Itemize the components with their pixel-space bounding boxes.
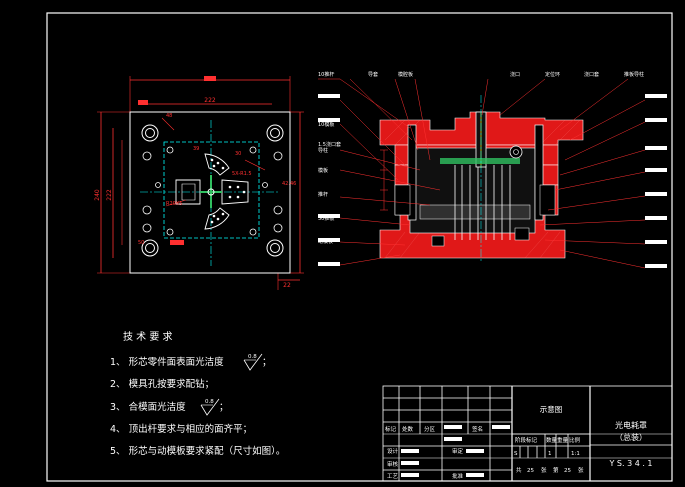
- screw-holes: [142, 146, 283, 236]
- scale-value: 1:1: [571, 451, 580, 457]
- row-process: 工艺: [387, 473, 399, 480]
- stage-label: 阶段标记: [515, 436, 538, 444]
- dim-part-small: 30: [235, 151, 241, 157]
- sprue-center: [207, 188, 215, 196]
- dim-height: 240: [94, 189, 101, 201]
- guide-hole-top-left: [141, 124, 159, 142]
- drawing-number: Y S. 3 4 . 1: [608, 459, 652, 468]
- label-left-2: 导柱: [318, 147, 328, 154]
- guide-hole-bottom-left: [141, 239, 159, 257]
- sheet-current-prefix: 第: [553, 466, 559, 474]
- dim-overall-width-box: [204, 76, 216, 81]
- mold-plate-outline: [129, 111, 291, 274]
- dim-inner-width: 222: [204, 97, 216, 104]
- row-design: 设计: [387, 447, 399, 455]
- finish-symbol-1: 0.8: [243, 353, 263, 371]
- title-block-text: 标记 处数 分区 签名 设计 审核 工艺 批准 审定 示意图 阶段标记 数量 重…: [385, 404, 653, 480]
- dim-part-note: 5X-R1.5: [232, 171, 252, 177]
- tech-req-item-3: 3、 合模面光洁度: [110, 401, 186, 413]
- dim-bottom: 22: [283, 282, 291, 289]
- product-name-line1: 光电耗罩: [615, 420, 647, 430]
- plan-view: 222 240 222 22: [94, 76, 304, 290]
- svg-text:0.8: 0.8: [248, 354, 257, 360]
- guide-hole-bottom-right: [266, 239, 284, 257]
- tech-req-item-1: 1、 形芯零件面表面光洁度: [110, 356, 224, 368]
- approval-label: 审定: [452, 447, 464, 455]
- drawing-border: [46, 12, 673, 482]
- cavity-part-right: [221, 179, 249, 205]
- header-sign: 签名: [472, 425, 483, 433]
- sheet-current: 25: [564, 468, 571, 474]
- row-approve: 批准: [452, 472, 464, 480]
- label-top-4: 浇口: [510, 71, 520, 78]
- guide-pillar-right: [534, 124, 544, 221]
- sheet-total-suffix: 张: [541, 466, 547, 474]
- section-labels-left: 10模板 导柱 模板 1.5浇口套 推杆 30推板 动模板: [318, 121, 341, 245]
- title-block-name-boxes: [401, 425, 510, 477]
- dim-angle: 39: [193, 146, 199, 152]
- sheet-total-prefix: 共: [516, 466, 522, 474]
- part-number-boxes: [318, 94, 667, 268]
- guide-hole-top-right: [266, 124, 284, 142]
- label-top-2: 导套: [368, 71, 378, 78]
- label-left-5: 推杆: [318, 191, 328, 198]
- tech-req-item-3-suffix: ；: [219, 402, 229, 413]
- tech-req-item-5: 5、 形芯与动模板要求紧配（尺寸如图）。: [110, 445, 285, 457]
- scale-label: 比例: [569, 436, 581, 444]
- stage-value: S: [514, 451, 518, 457]
- locating-screw: [509, 145, 523, 159]
- title-block: [382, 385, 673, 482]
- part-label: R20X5: [166, 201, 182, 207]
- finish-symbol-3: 0.8: [200, 398, 220, 416]
- ejector-plate: [419, 204, 531, 220]
- tech-req-item-1-suffix: ；: [262, 357, 272, 368]
- plan-bottom-marker: [170, 240, 184, 245]
- label-left-4: 1.5浇口套: [318, 141, 341, 148]
- section-labels-top: 10推杆 导套 模腔板 浇口 定位环 浇口套 推板导柱: [318, 71, 644, 78]
- sheet-current-suffix: 张: [578, 466, 584, 474]
- cavity-part-bottom: [204, 207, 230, 230]
- dim-side: 48: [166, 113, 172, 119]
- label-top-5: 定位环: [545, 71, 560, 78]
- dim-right: 42.46: [282, 181, 296, 187]
- ejector-pins: [454, 165, 511, 240]
- dim-left-marker: [138, 100, 148, 105]
- product-name-line2: （总装）: [615, 432, 647, 442]
- cavity-part-top: [204, 153, 230, 176]
- section-hatch: [384, 119, 581, 259]
- tech-req-title: 技 术 要 求: [123, 330, 173, 343]
- guide-pillar-left: [407, 124, 417, 221]
- row-review: 审核: [387, 460, 399, 468]
- section-view: 10推杆 导套 模腔板 浇口 定位环 浇口套 推板导柱 10模板 导柱 模板 1…: [318, 71, 667, 269]
- weight-label: 重量: [557, 436, 569, 444]
- qty-label: 数量: [546, 436, 558, 444]
- label-left-1: 10模板: [318, 121, 334, 128]
- label-top-3: 模腔板: [398, 71, 413, 78]
- header-zone: 分区: [424, 425, 436, 433]
- drawing-name: 示意图: [540, 404, 563, 414]
- svg-text:0.8: 0.8: [205, 399, 214, 405]
- label-top-7: 推板导柱: [624, 71, 644, 78]
- leader-lines: [318, 78, 646, 269]
- label-left-6: 30推板: [318, 215, 334, 222]
- qty-value: 1: [548, 451, 552, 457]
- dim-height-inner: 222: [106, 189, 113, 201]
- frame-corner-mark: [662, 12, 673, 24]
- label-top-6: 浇口套: [584, 71, 599, 78]
- molded-part: [440, 158, 520, 164]
- header-count: 处数: [402, 425, 414, 433]
- tech-requirements: 技 术 要 求 1、 形芯零件面表面光洁度 0.8 ； 2、 模具孔按要求配钻；…: [110, 330, 285, 457]
- cavity-part-left: [175, 179, 201, 205]
- tech-req-item-2: 2、 模具孔按要求配钻；: [110, 378, 214, 390]
- dim-bottom-left: 50: [138, 240, 144, 246]
- header-mark: 标记: [385, 425, 397, 433]
- label-top-1: 10推杆: [318, 71, 334, 78]
- sheet-total: 25: [527, 468, 534, 474]
- tech-req-item-4: 4、 顶出杆要求与相应的面齐平；: [110, 423, 252, 435]
- cavity-zone: [163, 141, 260, 239]
- label-left-3: 模板: [318, 167, 328, 174]
